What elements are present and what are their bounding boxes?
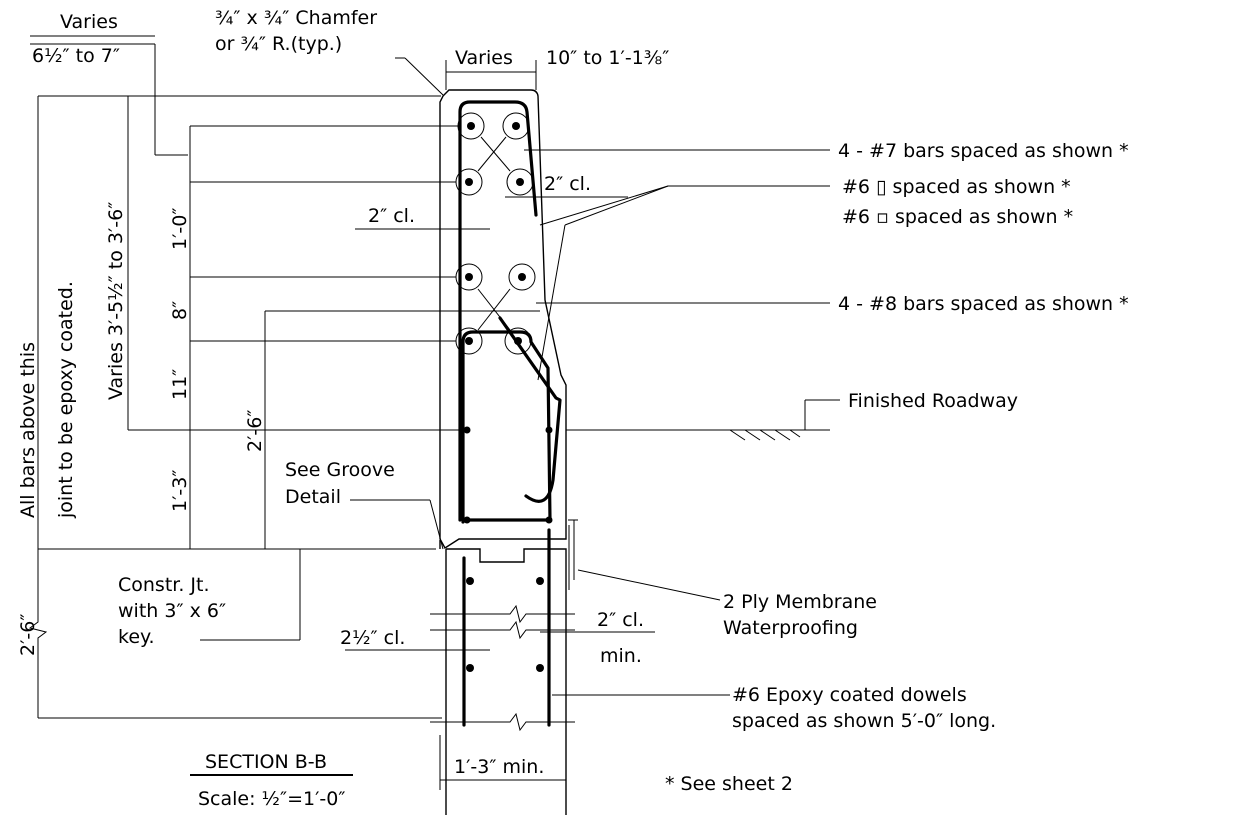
clear-2-5-label: 2½″ cl. [340,627,405,649]
bars-6-tie-label: #6 ▫ spaced as shown * [842,206,1073,228]
membrane-line2: Waterproofing [723,617,858,639]
dowels-line2: spaced as shown 5′-0″ long. [732,710,996,732]
dim-1-3: 1′-3″ [169,470,191,512]
varies-height-label: Varies 3′-5½″ to 3′-6″ [105,202,127,400]
chamfer-line1: ¾″ x ¾″ Chamfer [215,7,377,29]
dowels-line1: #6 Epoxy coated dowels [732,684,967,706]
section-title: SECTION B-B [205,751,327,773]
varies-top-label: Varies [60,11,118,33]
bars-6-stirrup-label: #6 ▯ spaced as shown * [842,176,1071,198]
clear-min-label: min. [600,645,642,667]
constr-line3: key. [118,626,155,648]
dim-2-6-inner: 2′-6″ [244,410,266,452]
parapet-outline [439,89,567,549]
epoxy-note-line2: joint to be epoxy coated. [55,281,77,519]
stirrup-bar-6 [458,100,538,522]
dim-1-0: 1′-0″ [169,208,191,250]
membrane-line1: 2 Ply Membrane [723,591,877,613]
constr-line1: Constr. Jt. [118,574,210,596]
lower-wall-outline [446,548,567,815]
width-range-label: 10″ to 1′-1⅜″ [546,47,669,69]
dim-8: 8″ [169,301,191,320]
groove-line2: Detail [285,486,341,508]
clear-2-right: 2″ cl. [544,173,591,195]
dim-2-6-lower: 2′-6″ [17,614,39,656]
groove-line1: See Groove [285,459,395,481]
dimension-lines [28,43,840,790]
tie-bar-6 [461,330,552,524]
small-bar-dots [463,426,553,672]
clear-2-min-label: 2″ cl. [597,609,644,631]
section-scale: Scale: ½″=1′-0″ [198,788,345,810]
bar-leader-lines [477,136,511,331]
dim-11: 11″ [169,369,191,400]
see-sheet-label: * See sheet 2 [665,773,793,795]
break-line-lower [430,712,575,732]
break-line-upper [430,604,575,624]
varies-top-range: 6½″ to 7″ [32,45,120,67]
bars-7-label: 4 - #7 bars spaced as shown * [838,140,1129,162]
bar-8-group [455,263,536,355]
chamfer-line2: or ¾″ R.(typ.) [215,33,342,55]
epoxy-note-line1: All bars above this [17,342,39,518]
constr-line2: with 3″ x 6″ [118,600,226,622]
clear-2-left: 2″ cl. [368,205,415,227]
finished-roadway-label: Finished Roadway [848,390,1018,412]
width-varies-label: Varies [455,47,513,69]
bar-7-group [455,112,534,196]
width-min-label: 1′-3″ min. [454,756,544,778]
bars-8-label: 4 - #8 bars spaced as shown * [838,293,1129,315]
